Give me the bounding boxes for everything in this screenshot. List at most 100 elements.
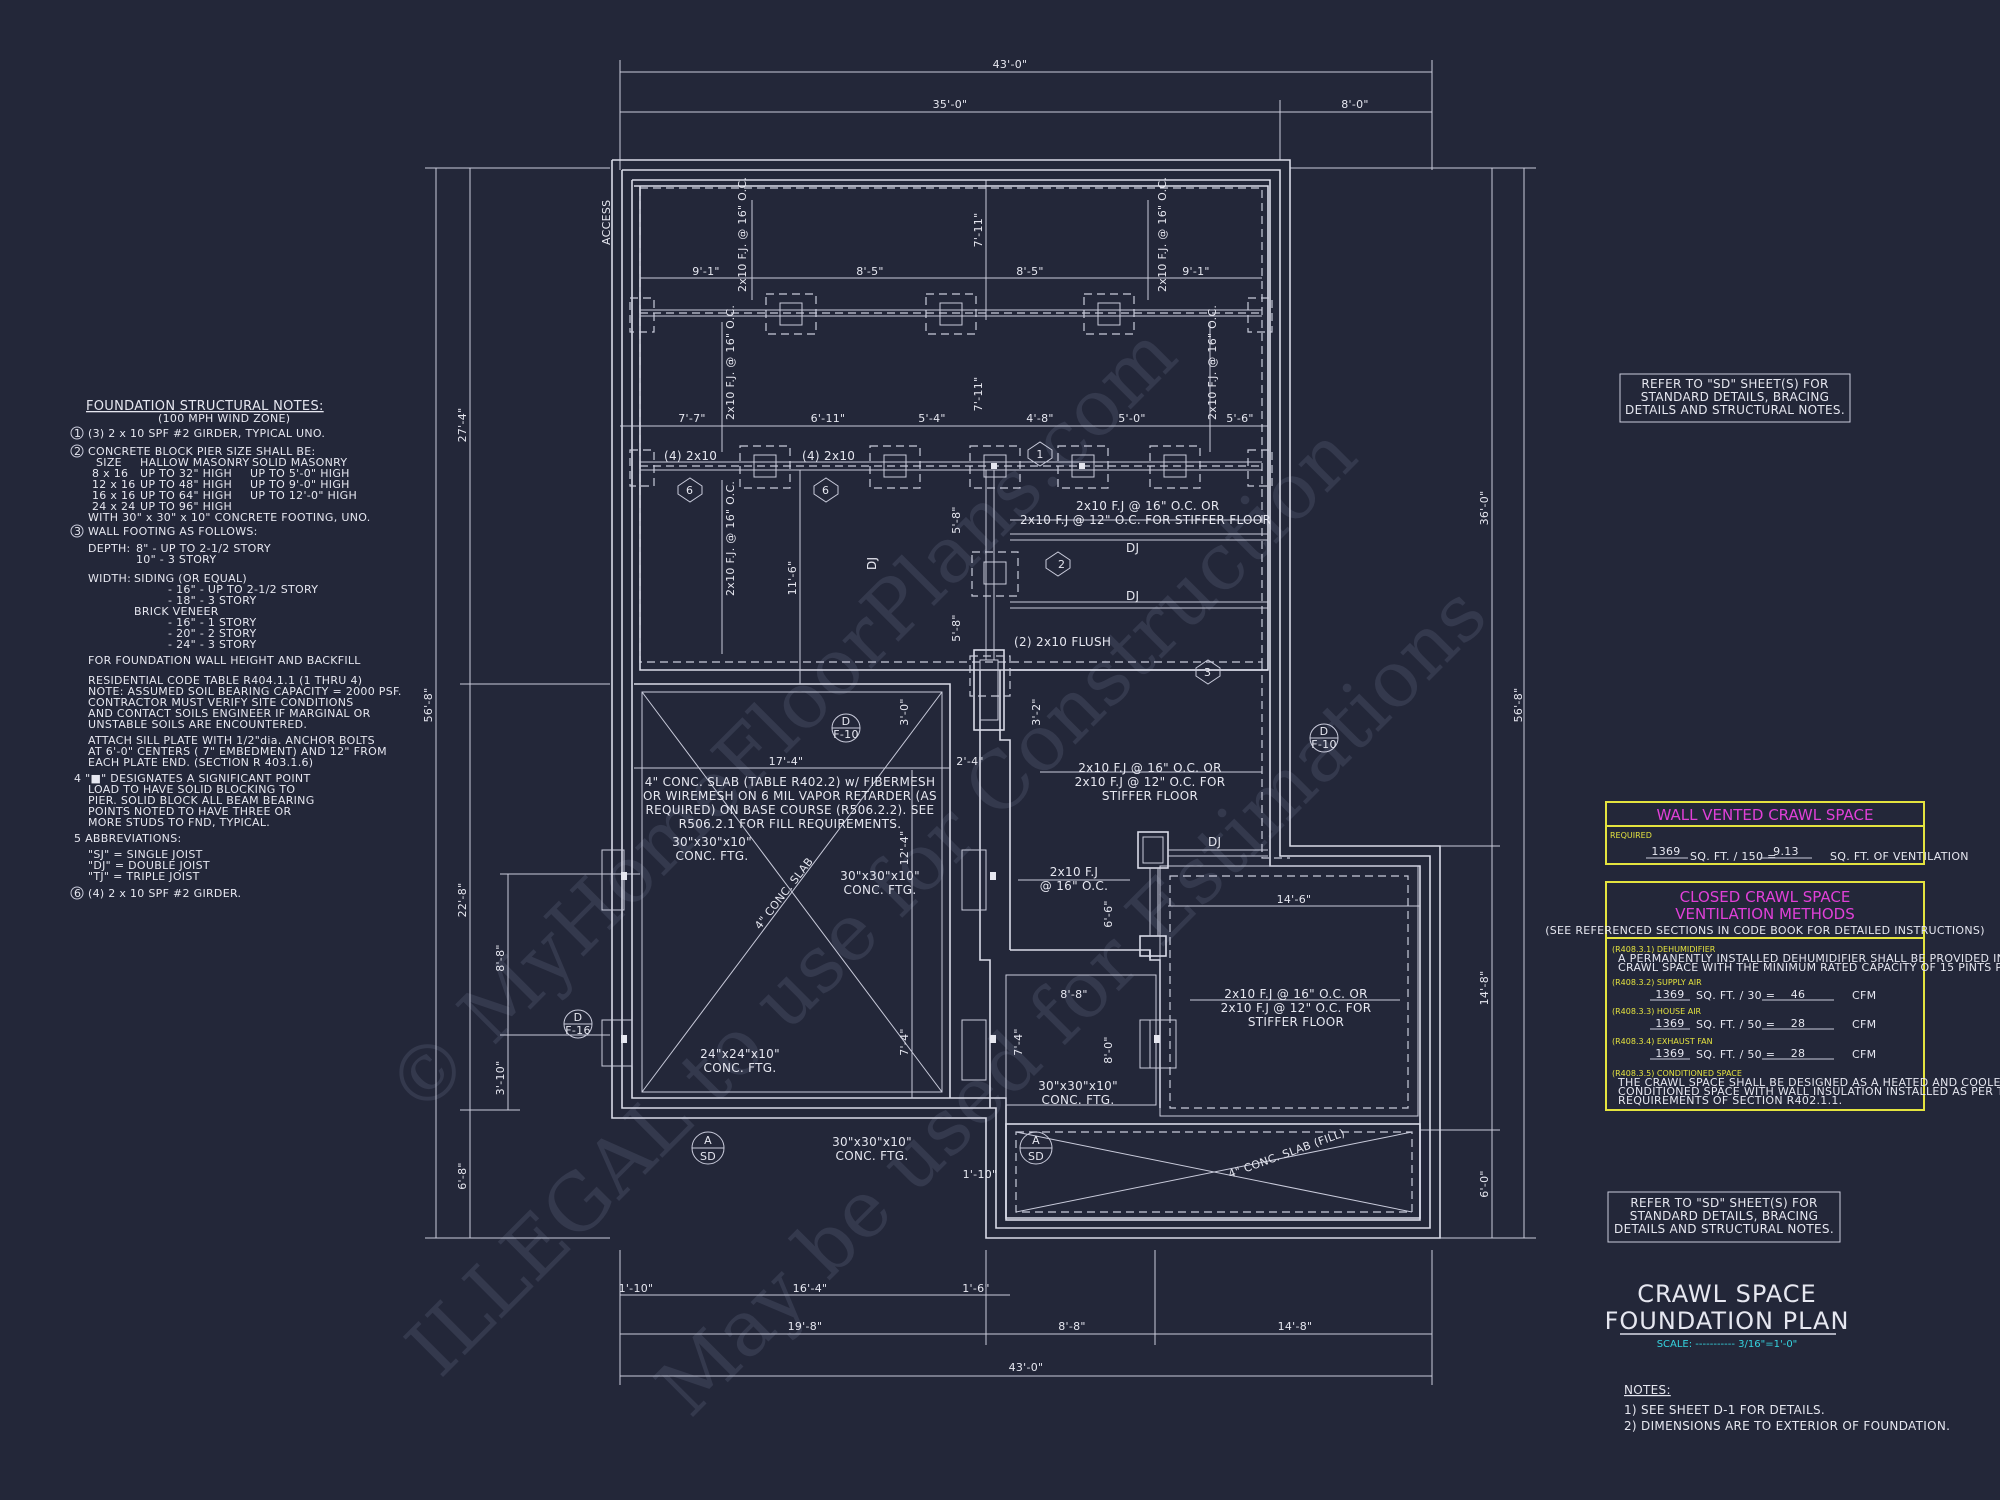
width-6: - 20" - 2 STORY (168, 627, 257, 640)
slab-note-3: REQUIRED) ON BASE COURSE (R506.2.2). SEE (646, 803, 935, 817)
dim-bot-a2: 16'-4" (793, 1282, 828, 1295)
lower-note-3: STIFFER FLOOR (1248, 1015, 1344, 1029)
interior-dimensions: 9'-1" 8'-5" 8'-5" 9'-1" 7'-7" 6'-11" 5'-… (620, 180, 1420, 1181)
dim-inner-5-8a: 5'-8" (950, 506, 963, 534)
dim-right-14: 14'-8" (1478, 971, 1491, 1006)
cond-3: REQUIREMENTS OF SECTION R402.1.1. (1618, 1094, 1842, 1107)
res-1: RESIDENTIAL CODE TABLE R404.1.1 (1 THRU … (88, 674, 362, 687)
marker-1 (1027, 441, 1053, 467)
res-5: UNSTABLE SOILS ARE ENCOUNTERED. (88, 718, 307, 731)
notes-title: FOUNDATION STRUCTURAL NOTES: (86, 399, 324, 414)
pier-note: WITH 30" x 30" x 10" CONCRETE FOOTING, U… (88, 511, 371, 524)
title-line2: FOUNDATION PLAN (1605, 1307, 1850, 1335)
dim-bot-b3: 14'-8" (1278, 1320, 1313, 1333)
dim-inner-8-8: 8'-8" (1060, 988, 1088, 1001)
dim-row2-b: 6'-11" (811, 412, 846, 425)
wall-vented-title: WALL VENTED CRAWL SPACE (1657, 806, 1874, 824)
n4-3: PIER. SOLID BLOCK ALL BEAM BEARING (88, 794, 315, 807)
marker-3 (1195, 659, 1221, 685)
dim-inner-2-4: 2'-4" (956, 755, 984, 768)
fj-label-3: 2x10 F.J. @ 16" O.C. (724, 305, 737, 420)
pier-r2-c1: 12 x 16 (92, 478, 136, 491)
dim-row1-b: 8'-5" (856, 265, 884, 278)
ftg-label-2a: 30"x30"x10" (840, 869, 920, 883)
pier-r1-c1: 8 x 16 (92, 467, 128, 480)
dim-inner-8-0: 8'-0" (1102, 1036, 1115, 1064)
cond-1: THE CRAWL SPACE SHALL BE DESIGNED AS A H… (1617, 1076, 2000, 1089)
ftg-label-1b: CONC. FTG. (676, 849, 749, 863)
ftg-label-4b: CONC. FTG. (1042, 1093, 1115, 1107)
ftg-label-3b: CONC. FTG. (704, 1061, 777, 1075)
dj-label-1: DJ (1126, 541, 1139, 555)
fj-small-2: @ 16" O.C. (1040, 879, 1108, 893)
abbr-1: "SJ" = SINGLE JOIST (88, 848, 203, 861)
ref-bot-2: STANDARD DETAILS, BRACING (1630, 1209, 1819, 1223)
abbr-2: "DJ" = DOUBLE JOIST (88, 859, 210, 872)
fj-label-4: 2x10 F.J. @ 16" O.C. (1206, 305, 1219, 420)
dim-left-22: 22'-8" (456, 883, 469, 918)
supply-val: 46 (1791, 988, 1806, 1001)
dim-bot-overall: 43'-0" (1009, 1361, 1044, 1374)
marker-2-label: 2 (1058, 558, 1065, 571)
width-7: - 24" - 3 STORY (168, 638, 257, 651)
cond-2: CONDITIONED SPACE WITH WALL INSULATION I… (1618, 1085, 2000, 1098)
structural-notes: FOUNDATION STRUCTURAL NOTES: (100 MPH WI… (70, 399, 402, 900)
plan-labels: ACCESS 2x10 F.J. @ 16" O.C. 2x10 F.J. @ … (600, 177, 1371, 1181)
dim-row2-f: 5'-6" (1226, 412, 1254, 425)
dim-inner-12-4: 12'-4" (898, 831, 911, 866)
reference-note-bottom: REFER TO "SD" SHEET(S) FOR STANDARD DETA… (1607, 1191, 1841, 1243)
dim-inner-14-6: 14'-6" (1277, 893, 1312, 906)
exhaust-div: SQ. FT. / 50 = (1696, 1048, 1775, 1061)
svg-text:2: 2 (74, 445, 81, 458)
abbr-3: "TJ" = TRIPLE JOIST (88, 870, 200, 883)
svg-text:1: 1 (74, 427, 81, 440)
access-label: ACCESS (600, 200, 613, 245)
dim-bot-a1: 1'-10" (619, 1282, 654, 1295)
pier-h-solid: SOLID MASONRY (252, 456, 347, 469)
res-4: AND CONTACT SOILS ENGINEER IF MARGINAL O… (88, 707, 371, 720)
sill-2: AT 6'-0" CENTERS ( 7" EMBEDMENT) AND 12"… (88, 745, 387, 758)
title-block: CRAWL SPACE FOUNDATION PLAN SCALE: -----… (1605, 1280, 1850, 1350)
exhaust-heading: (R408.3.4) EXHAUST FAN (1612, 1037, 1713, 1046)
dim-row1-a: 9'-1" (692, 265, 720, 278)
dj-label-3: DJ (1208, 835, 1221, 849)
width-label: WIDTH: (88, 572, 131, 585)
stiff-label-1: 2x10 F.J @ 16" O.C. OR (1076, 499, 1220, 513)
cond-heading: (R408.3.5) CONDITIONED SPACE (1612, 1069, 1742, 1078)
pier-r2-c3: UP TO 9'-0" HIGH (250, 478, 350, 491)
dim-inner-7-11b: 7'-11" (972, 377, 985, 412)
dim-left-6: 6'-8" (456, 1162, 469, 1190)
depth-1: 8" - UP TO 2-1/2 STORY (136, 542, 271, 555)
sec-bubble-e-top: A (1032, 1134, 1040, 1147)
sec-bubble-b-bot: F-10 (1311, 738, 1337, 751)
supply-cfm: CFM (1852, 989, 1876, 1002)
notes-subtitle: (100 MPH WIND ZONE) (158, 412, 290, 425)
supply-heading: (R408.3.2) SUPPLY AIR (1612, 978, 1702, 987)
dim-right-36: 36'-0" (1478, 491, 1491, 526)
n4-4: POINTS NOTED TO HAVE THREE OR (88, 805, 292, 818)
dehum-1: A PERMANENTLY INSTALLED DEHUMIDIFIER SHA… (1618, 952, 2000, 965)
dim-left-8: 8'-8" (494, 944, 507, 972)
wall-vented-panel: WALL VENTED CRAWL SPACE REQUIRED 1369 SQ… (1605, 801, 1969, 865)
girders (640, 309, 1268, 936)
girder-label-b: (4) 2x10 (802, 449, 855, 463)
mid-note-1: 2x10 F.J @ 16" O.C. OR (1078, 761, 1222, 775)
slab-note-2: OR WIREMESH ON 6 MIL VAPOR RETARDER (AS (643, 789, 937, 803)
pier-r3-c3: UP TO 12'-0" HIGH (250, 489, 357, 502)
pier-r3-c2: UP TO 64" HIGH (140, 489, 232, 502)
ref-bot-3: DETAILS AND STRUCTURAL NOTES. (1614, 1222, 1834, 1236)
pier-r1-c2: UP TO 32" HIGH (140, 467, 232, 480)
marker-6b-label: 6 (822, 484, 829, 497)
sec-bubble-d-top: A (704, 1134, 712, 1147)
house-area: 1369 (1655, 1017, 1684, 1030)
wall-vented-div: SQ. FT. / 150 = (1690, 850, 1777, 863)
wall-vented-result: 9.13 (1773, 845, 1799, 858)
dim-inner-11-6: 11'-6" (786, 561, 799, 596)
bottom-note-1: 1) SEE SHEET D-1 FOR DETAILS. (1624, 1403, 1825, 1417)
width-5: - 16" - 1 STORY (168, 616, 257, 629)
sec-bubble-d-bot: SD (700, 1150, 716, 1163)
dim-bot-a3: 1'-6" (962, 1282, 990, 1295)
res-2: NOTE: ASSUMED SOIL BEARING CAPACITY = 20… (88, 685, 402, 698)
pier-r4-c1: 24 x 24 (92, 500, 136, 513)
bottom-note-2: 2) DIMENSIONS ARE TO EXTERIOR OF FOUNDAT… (1624, 1419, 1950, 1433)
